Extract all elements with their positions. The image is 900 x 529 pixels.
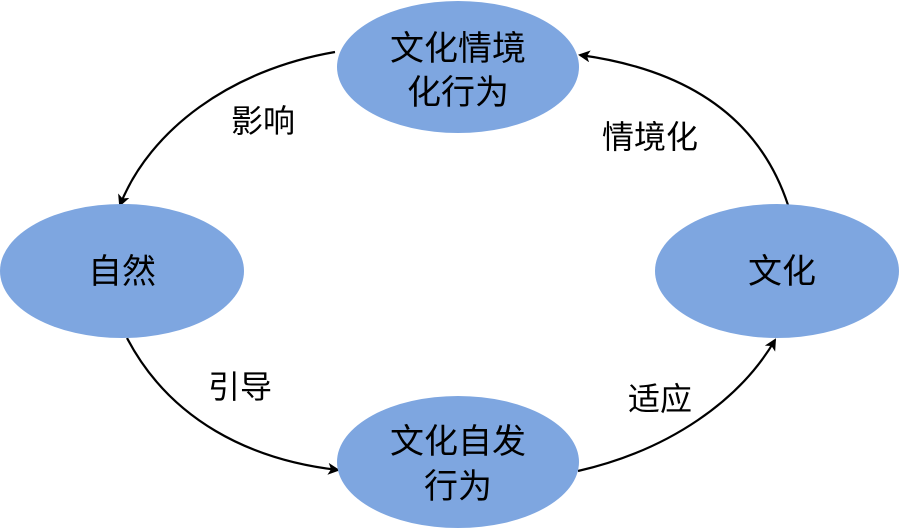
node-label-line: 自然 — [88, 252, 156, 292]
edge-label-adapt: 适应 — [628, 380, 692, 418]
edge-situated-to-nature — [118, 50, 336, 207]
node-label-line: 文化自发 — [390, 422, 526, 462]
node-label-line: 文化 — [748, 252, 816, 292]
edge-culture-to-situated — [578, 50, 790, 206]
node-situated-behavior: 文化情境 化行为 — [337, 1, 579, 133]
node-nature: 自然 — [0, 204, 244, 338]
edge-spontaneous-to-culture — [577, 338, 777, 473]
node-label-line: 行为 — [424, 467, 492, 507]
node-culture: 文化 — [655, 204, 899, 338]
edge-nature-to-spontaneous — [126, 337, 340, 475]
node-spontaneous-behavior: 文化自发 行为 — [337, 396, 579, 528]
edge-label-influence: 影响 — [231, 102, 295, 140]
edge-label-guide: 引导 — [208, 368, 272, 406]
node-label-line: 化行为 — [407, 73, 509, 113]
node-label-line: 文化情境 — [390, 29, 526, 69]
edge-label-contextualize: 情境化 — [602, 118, 698, 156]
